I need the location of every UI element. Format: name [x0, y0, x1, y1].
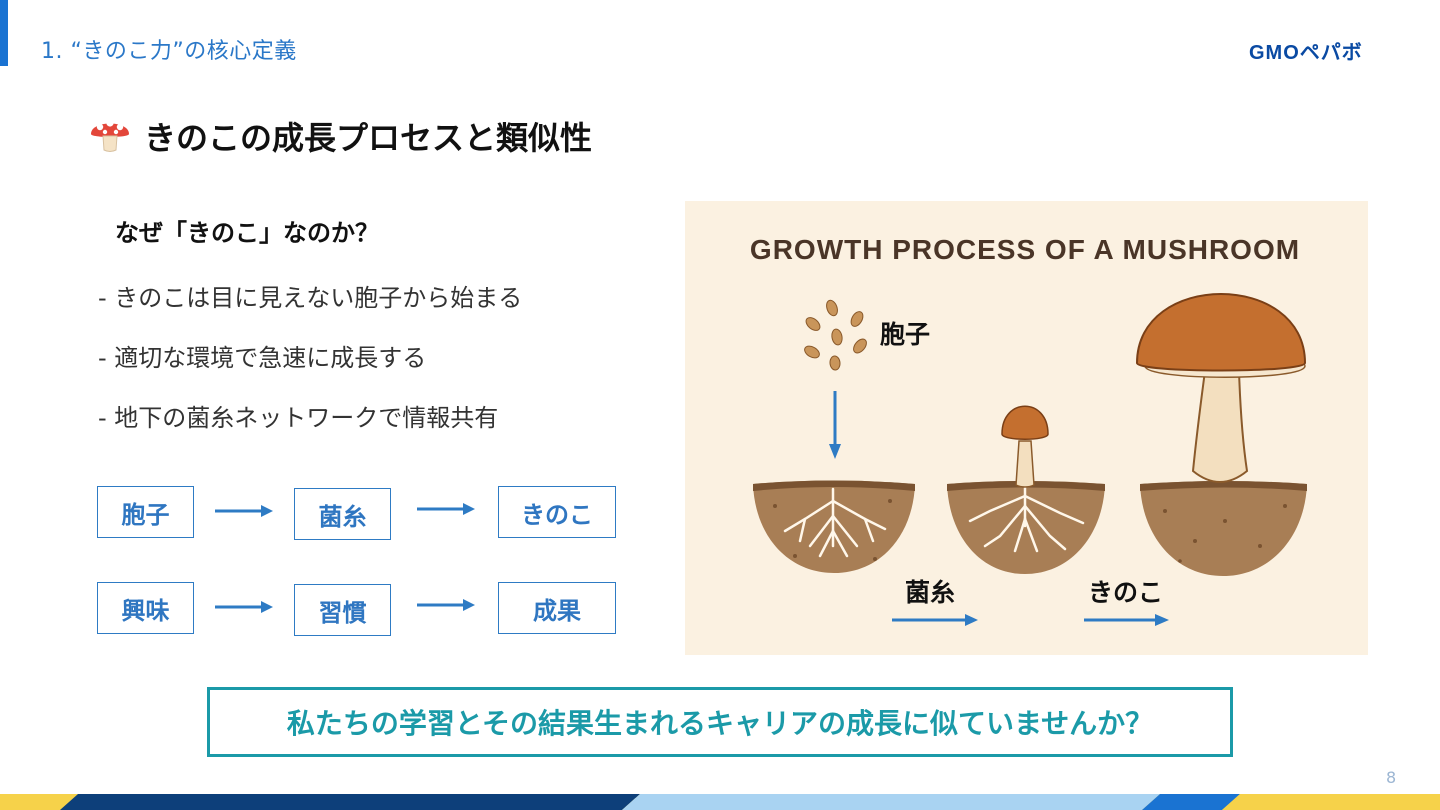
page-number: 8 [1386, 768, 1397, 787]
growth-illustration: GROWTH PROCESS OF A MUSHROOM 胞子 [685, 201, 1368, 655]
arrow-down-icon [829, 391, 841, 459]
label-spores: 胞子 [880, 320, 930, 349]
soil-mycelium-stage [947, 405, 1105, 574]
large-mushroom [1135, 293, 1307, 483]
mushroom-icon [88, 112, 132, 160]
flow-box: きのこ [498, 486, 616, 538]
flow-box: 胞子 [97, 486, 194, 538]
footer-band [0, 794, 1440, 810]
soil-mushroom-stage [1135, 293, 1307, 576]
bullet-item: - きのこは目に見えない胞子から始まる [98, 284, 523, 312]
why-title: なぜ「きのこ」なのか？ [115, 219, 379, 247]
arrow-right-icon [1084, 614, 1169, 626]
company-logo: GMOペパボ [1249, 42, 1363, 64]
arrow-right-icon [215, 505, 273, 517]
bullet-item: - 地下の菌糸ネットワークで情報共有 [98, 404, 499, 432]
flow-box: 菌糸 [294, 488, 391, 540]
arrow-right-icon [417, 599, 475, 611]
header-accent-bar [0, 0, 8, 66]
section-title: 1. “きのこ力”の核心定義 [41, 39, 297, 64]
arrow-right-icon [417, 503, 475, 515]
illustration-title: GROWTH PROCESS OF A MUSHROOM [750, 234, 1300, 265]
arrow-right-icon [215, 601, 273, 613]
soil-spore-stage [753, 480, 915, 573]
heading-text: きのこの成長プロセスと類似性 [144, 119, 593, 157]
bullet-list: - きのこは目に見えない胞子から始まる - 適切な環境で急速に成長する - 地下… [98, 280, 522, 460]
bullet-item: - 適切な環境で急速に成長する [98, 344, 427, 372]
arrow-right-icon [892, 614, 978, 626]
spores-icon [804, 299, 867, 371]
label-mushroom: きのこ [1088, 578, 1163, 607]
small-mushroom [1001, 405, 1049, 488]
slide-heading: きのこの成長プロセスと類似性 [88, 112, 592, 160]
flow-box: 興味 [97, 582, 194, 634]
flow-box: 成果 [498, 582, 616, 634]
flow-box: 習慣 [294, 584, 391, 636]
label-mycelium: 菌糸 [905, 578, 955, 607]
question-banner: 私たちの学習とその結果生まれるキャリアの成長に似ていませんか？ [207, 687, 1233, 757]
